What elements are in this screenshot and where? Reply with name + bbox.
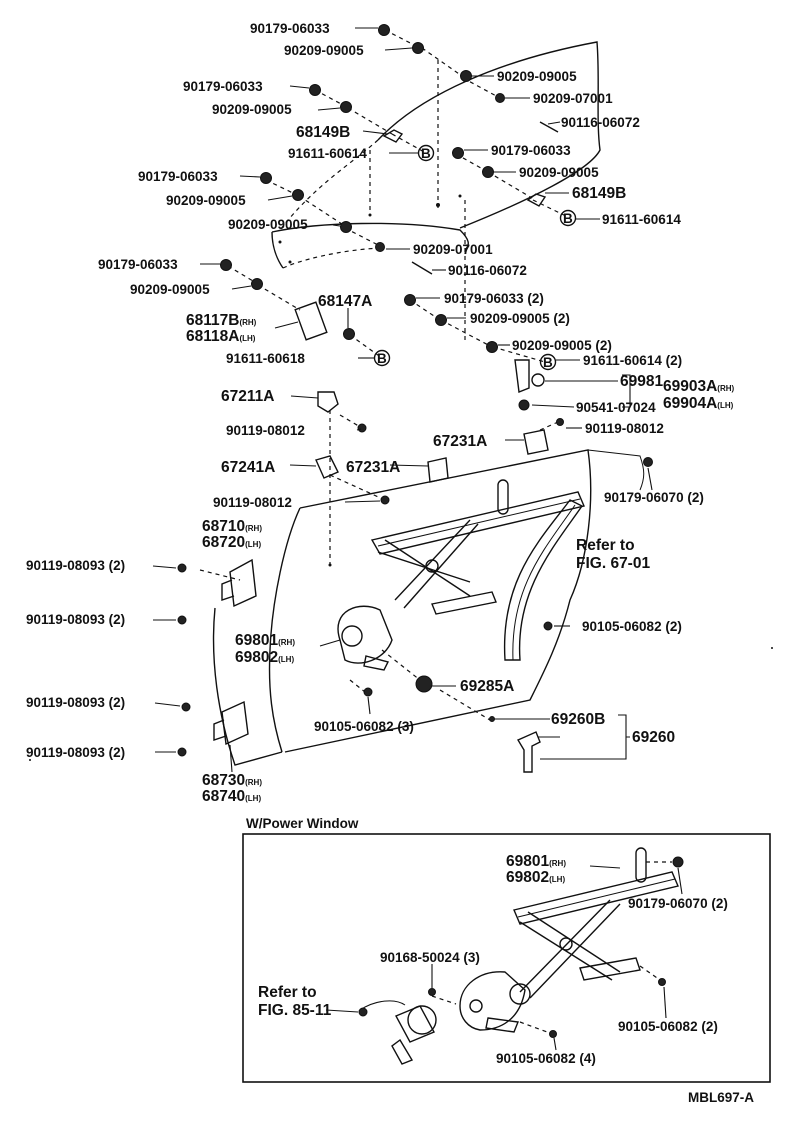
part-number: 69260 [632, 729, 675, 746]
reference-note: FIG. 85-11 [258, 1002, 332, 1019]
part-number: 90105-06082 (2) [582, 619, 682, 634]
part-number: 91611-60614 [288, 146, 367, 161]
part-number: 90119-08093 (2) [26, 612, 125, 627]
part-number: 90119-08093 (2) [26, 558, 125, 573]
part-number-lh: 69802(LH) [506, 869, 565, 886]
part-number: 90179-06033 [98, 257, 178, 272]
part-number: 90105-06082 (4) [496, 1051, 596, 1066]
part-number: 67231A [346, 459, 400, 476]
part-number: 90209-09005 [284, 43, 364, 58]
part-number: 90209-09005 (2) [470, 311, 570, 326]
inset-labels: 69801(RH) 69802(LH) 90179-06070 (2) 9016… [258, 853, 728, 1066]
inset-fasteners [428, 856, 684, 1038]
part-number-rh: 69903A(RH) [663, 378, 735, 395]
part-number: 90179-06033 [183, 79, 263, 94]
part-number-lh: 68118A(LH) [186, 328, 256, 345]
reference-note: FIG. 67-01 [576, 555, 650, 572]
part-number-rh: 68117B(RH) [186, 312, 257, 329]
part-number: 69981 [620, 373, 663, 390]
part-number: 90209-09005 (2) [512, 338, 612, 353]
part-number: 90116-06072 [448, 263, 527, 278]
part-number: 90119-08012 [213, 495, 292, 510]
callout-b: B [563, 211, 573, 226]
part-number: 90209-09005 [212, 102, 292, 117]
part-number: 90209-09005 [519, 165, 599, 180]
stray-marks [29, 194, 773, 761]
part-number: 90179-06033 [491, 143, 571, 158]
part-number: 90179-06033 [138, 169, 218, 184]
part-number: 90119-08093 (2) [26, 695, 125, 710]
part-number: 68149B [572, 185, 626, 202]
part-number-rh: 68710(RH) [202, 518, 262, 535]
power-window-motor [358, 1000, 437, 1065]
inset-leader-lines [325, 865, 683, 1051]
part-number: 90541-07024 [576, 400, 656, 415]
part-number-lh: 68740(LH) [202, 788, 261, 805]
inset-title: W/Power Window [246, 816, 359, 831]
callout-b-markers [373, 144, 577, 371]
part-number: 90119-08012 [585, 421, 664, 436]
part-number: 91611-60618 [226, 351, 305, 366]
door-inner-panel [212, 449, 645, 766]
part-number: 90119-08093 (2) [26, 745, 125, 760]
door-glass-outline [271, 41, 601, 269]
part-labels: 90179-06033 90209-09005 90209-09005 9017… [26, 21, 735, 805]
part-number: 90209-09005 [228, 217, 308, 232]
part-number: 90105-06082 (3) [314, 719, 414, 734]
part-number: 67211A [221, 388, 274, 405]
part-number: 90168-50024 (3) [380, 950, 480, 965]
part-number: 90209-09005 [130, 282, 210, 297]
part-number: 90179-06033 [250, 21, 330, 36]
callout-b: B [377, 351, 387, 366]
callout-b: B [421, 146, 431, 161]
reference-note: Refer to [576, 537, 635, 554]
power-regulator [459, 847, 679, 1033]
part-number: 90179-06070 (2) [628, 896, 728, 911]
part-number: 90179-06070 (2) [604, 490, 704, 505]
part-number: 68147A [318, 293, 372, 310]
part-number: 90209-07001 [413, 242, 493, 257]
reference-note: Refer to [258, 984, 317, 1001]
part-number: 91611-60614 [602, 212, 681, 227]
part-number-rh: 69801(RH) [506, 853, 566, 870]
part-number: 68149B [296, 124, 350, 141]
part-number: 90179-06033 (2) [444, 291, 544, 306]
part-number: 67241A [221, 459, 275, 476]
part-number-lh: 69802(LH) [235, 649, 294, 666]
part-number-rh: 69801(RH) [235, 632, 295, 649]
part-number-rh: 68730(RH) [202, 772, 262, 789]
stop-brackets [315, 391, 564, 505]
window-regulator [337, 479, 585, 697]
part-number-lh: 68720(LH) [202, 534, 261, 551]
glass-clips [294, 121, 559, 411]
part-number: 69285A [460, 678, 514, 695]
part-number: 90209-09005 [497, 69, 577, 84]
power-window-inset [242, 833, 771, 1083]
part-number: 90116-06072 [561, 115, 640, 130]
part-number: 69260B [551, 711, 605, 728]
part-number: 90105-06082 (2) [618, 1019, 718, 1034]
door-hinges [177, 558, 257, 757]
callout-b: B [543, 355, 553, 370]
figure-code: MBL697-A [688, 1090, 754, 1105]
part-number: 90119-08012 [226, 423, 305, 438]
part-number: 90209-07001 [533, 91, 613, 106]
part-number-lh: 69904A(LH) [663, 395, 734, 412]
part-number: 90209-09005 [166, 193, 246, 208]
part-number: 67231A [433, 433, 487, 450]
part-number: 91611-60614 (2) [583, 353, 682, 368]
window-crank-handle [489, 716, 541, 773]
fastener-nuts [220, 24, 653, 693]
leader-lines [152, 27, 653, 773]
